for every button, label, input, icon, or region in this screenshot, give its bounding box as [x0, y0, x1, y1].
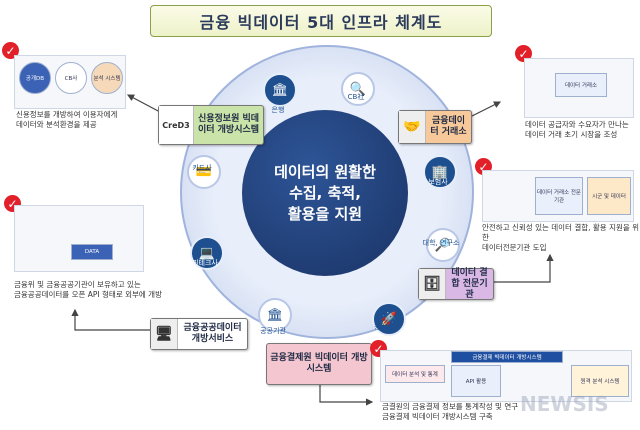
exchange-label: 금융데이터 거래소 — [430, 116, 467, 137]
credb-image: 공개DB CB사 분석 시스템 — [14, 55, 126, 109]
university-label: 대학, 연구소 — [422, 239, 460, 247]
payment-image: 금융결제 빅데이터 개방시스템 데이터 분석 및 통계 API 활용 원격 분석… — [380, 350, 632, 402]
combine-desc-line2: 데이터전문기관 도입 — [482, 243, 547, 252]
combine-desc: 안전하고 신뢰성 있는 데이터 결합, 활용 지원을 위한 데이터전문기관 도입 — [482, 223, 640, 253]
startup-icon: 🚀 — [372, 302, 406, 336]
publicapi-mini: DATA — [71, 244, 113, 260]
credb-desc: 신용정보를 개방하여 이용자에게 데이터와 분석환경을 제공 — [16, 110, 117, 130]
publicapi-desc-line2: 금융공공데이터를 오픈 API 형태로 외부에 개방 — [14, 290, 162, 299]
exchange-desc-line1: 데이터 공급자와 수요자가 만나는 — [525, 120, 629, 129]
credb-logo-text: CreD3 — [162, 120, 190, 130]
payment-mini-c: 원격 분석 시스템 — [571, 365, 629, 397]
combine-label: 데이터 결합 전문기관 — [451, 267, 488, 300]
public-label: 공공기관 — [260, 327, 286, 335]
credb-mini-b: CB사 — [55, 62, 87, 94]
combine-arrow — [490, 253, 554, 283]
exchange-desc-line2: 데이터 거래 초기 시장을 조성 — [525, 130, 618, 139]
exchange-check-icon: ✓ — [515, 45, 532, 62]
monitor-icon: 🖥 — [151, 319, 178, 349]
credb-mini-a: 공개DB — [19, 62, 51, 94]
center-line-2: 수집, 축적, — [289, 183, 361, 202]
payment-mini-b: API 활용 — [451, 365, 501, 397]
cb-label: CB社 — [347, 93, 365, 101]
bank-label: 은행 — [271, 106, 285, 114]
cb-icon: 🔍 — [341, 72, 375, 106]
publicapi-label-box: 🖥 금융공공데이터 개방서비스 — [150, 318, 248, 350]
exchange-image: 데이터 거래소 — [524, 58, 634, 118]
exchange-mini: 데이터 거래소 — [555, 73, 607, 97]
credb-label-box: CreD3 신용정보원 빅데이터 개방시스템 — [158, 105, 264, 145]
combine-label-box: 🗄 데이터 결합 전문기관 — [418, 268, 494, 300]
combine-image: 데이터 거래소 전문기관 시군 및 데이터 — [482, 170, 634, 222]
publicapi-desc-line1: 금융위 및 금융공공기관이 보유하고 있는 — [14, 280, 141, 289]
center-line-3: 활용을 지원 — [287, 204, 363, 223]
credb-desc-line1: 신용정보를 개방하여 이용자에게 — [16, 110, 118, 119]
public-icon: 🏛 — [258, 298, 292, 332]
credb-logo: CreD3 — [159, 106, 194, 144]
payment-desc-line2: 금융결제 빅데이터 개방시스템 구축 — [382, 412, 493, 421]
center-circle: 데이터의 원활한 수집, 축적, 활용을 지원 — [242, 110, 408, 276]
publicapi-desc: 금융위 및 금융공공기관이 보유하고 있는 금융공공데이터를 오픈 API 형태… — [14, 280, 162, 300]
payment-mini-a: 데이터 분석 및 통계 — [385, 365, 445, 383]
combine-mini-a: 데이터 거래소 전문기관 — [535, 177, 583, 215]
insurance-icon: 🏢 — [423, 155, 457, 189]
watermark: NEWSIS — [520, 392, 609, 416]
publicapi-image: DATA — [14, 205, 144, 272]
payment-arrow — [319, 385, 374, 406]
combine-desc-line1: 안전하고 신뢰성 있는 데이터 결합, 활용 지원을 위한 — [482, 223, 640, 242]
credb-arrow — [126, 94, 161, 113]
card-label: 카드사 — [192, 164, 212, 172]
exchange-label-box: 🤝 금융데이터 거래소 — [398, 110, 472, 144]
database-icon: 🗄 — [419, 269, 446, 299]
startup-label: 창업자사 — [374, 323, 400, 331]
payment-label: 금융결제원 빅데이터 개방시스템 — [270, 353, 368, 374]
payment-desc: 금결원의 금융결제 정보를 통계작성 및 연구 금융결제 빅데이터 개방시스템 … — [382, 402, 518, 422]
exchange-arrow — [467, 101, 502, 119]
publicapi-label: 금융공공데이터 개방서비스 — [183, 323, 242, 344]
payment-label-box: 금융결제원 빅데이터 개방시스템 — [266, 343, 372, 385]
combine-mini-b: 시군 및 데이터 — [587, 177, 631, 215]
payment-panel-title: 금융결제 빅데이터 개방시스템 — [451, 351, 563, 363]
fintech-icon: 💻 — [190, 236, 224, 270]
university-icon: 🔎 — [426, 228, 460, 262]
credb-desc-line2: 데이터와 분석환경을 제공 — [16, 120, 97, 129]
payment-desc-line1: 금결원의 금융결제 정보를 통계작성 및 연구 — [382, 402, 519, 411]
card-icon: 💳 — [187, 155, 221, 189]
credb-check-icon: ✓ — [2, 42, 19, 59]
credb-mini-c: 분석 시스템 — [91, 62, 123, 94]
exchange-desc: 데이터 공급자와 수요자가 만나는 데이터 거래 초기 시장을 조성 — [525, 120, 629, 140]
page-title: 금융 빅데이터 5대 인프라 체계도 — [150, 5, 492, 37]
fintech-label: 핀테크사 — [192, 259, 218, 267]
publicapi-arrow — [71, 308, 152, 331]
center-line-1: 데이터의 원활한 — [274, 162, 376, 181]
insurance-label: 보험사 — [428, 178, 448, 186]
handshake-icon: 🤝 — [399, 111, 426, 143]
bank-icon: 🏛 — [263, 73, 297, 107]
credb-label: 신용정보원 빅데이터 개방시스템 — [197, 114, 260, 135]
